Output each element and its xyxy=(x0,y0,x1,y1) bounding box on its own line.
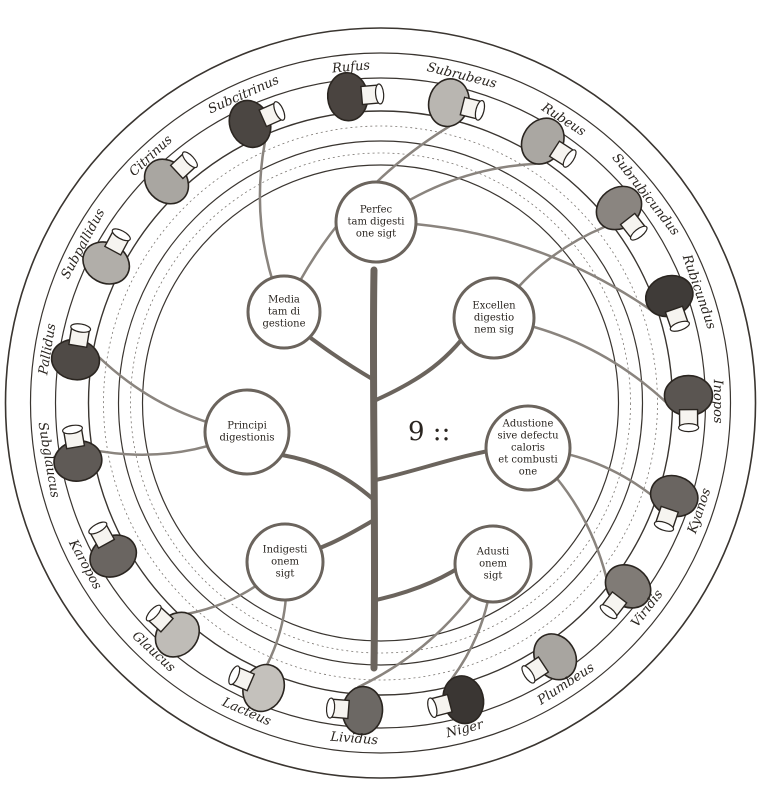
digestion-node-label: caloris xyxy=(511,443,545,454)
digestion-node-label: Adusti xyxy=(476,547,509,558)
center-mark: 9 :: xyxy=(408,417,450,447)
outer-rings xyxy=(6,28,756,778)
digestion-node-label: nem sig xyxy=(474,325,514,336)
digestion-node-label: digestio xyxy=(474,313,514,324)
digestion-node-label: tam digesti xyxy=(348,217,405,228)
digestion-node-label: Media xyxy=(268,295,300,306)
digestion-node-label: Perfec xyxy=(360,205,393,216)
digestion-node-label: Excellen xyxy=(472,301,516,312)
urine-color-label: Inopos xyxy=(710,378,725,424)
digestion-node-label: Adustione xyxy=(502,419,554,430)
digestion-node-label: sigt xyxy=(484,571,503,582)
urine-color-label: Rufus xyxy=(331,58,372,76)
digestion-node-label: onem xyxy=(271,557,299,568)
digestion-node-label: digestionis xyxy=(219,433,274,444)
digestion-node-label: one sigt xyxy=(356,229,396,240)
digestion-node-label: Principi xyxy=(227,421,267,432)
digestion-node-label: tam di xyxy=(268,307,300,318)
digestion-node-label: one xyxy=(519,467,537,478)
urine-color-label: Lividus xyxy=(329,730,379,749)
digestion-node-label: et combusti xyxy=(498,455,557,466)
digestion-node-label: sigt xyxy=(276,569,295,580)
digestion-node-label: sive defectu xyxy=(497,431,559,442)
digestion-node-label: Indigesti xyxy=(263,545,308,556)
digestion-node-label: gestione xyxy=(262,319,305,330)
digestion-node-label: onem xyxy=(479,559,507,570)
